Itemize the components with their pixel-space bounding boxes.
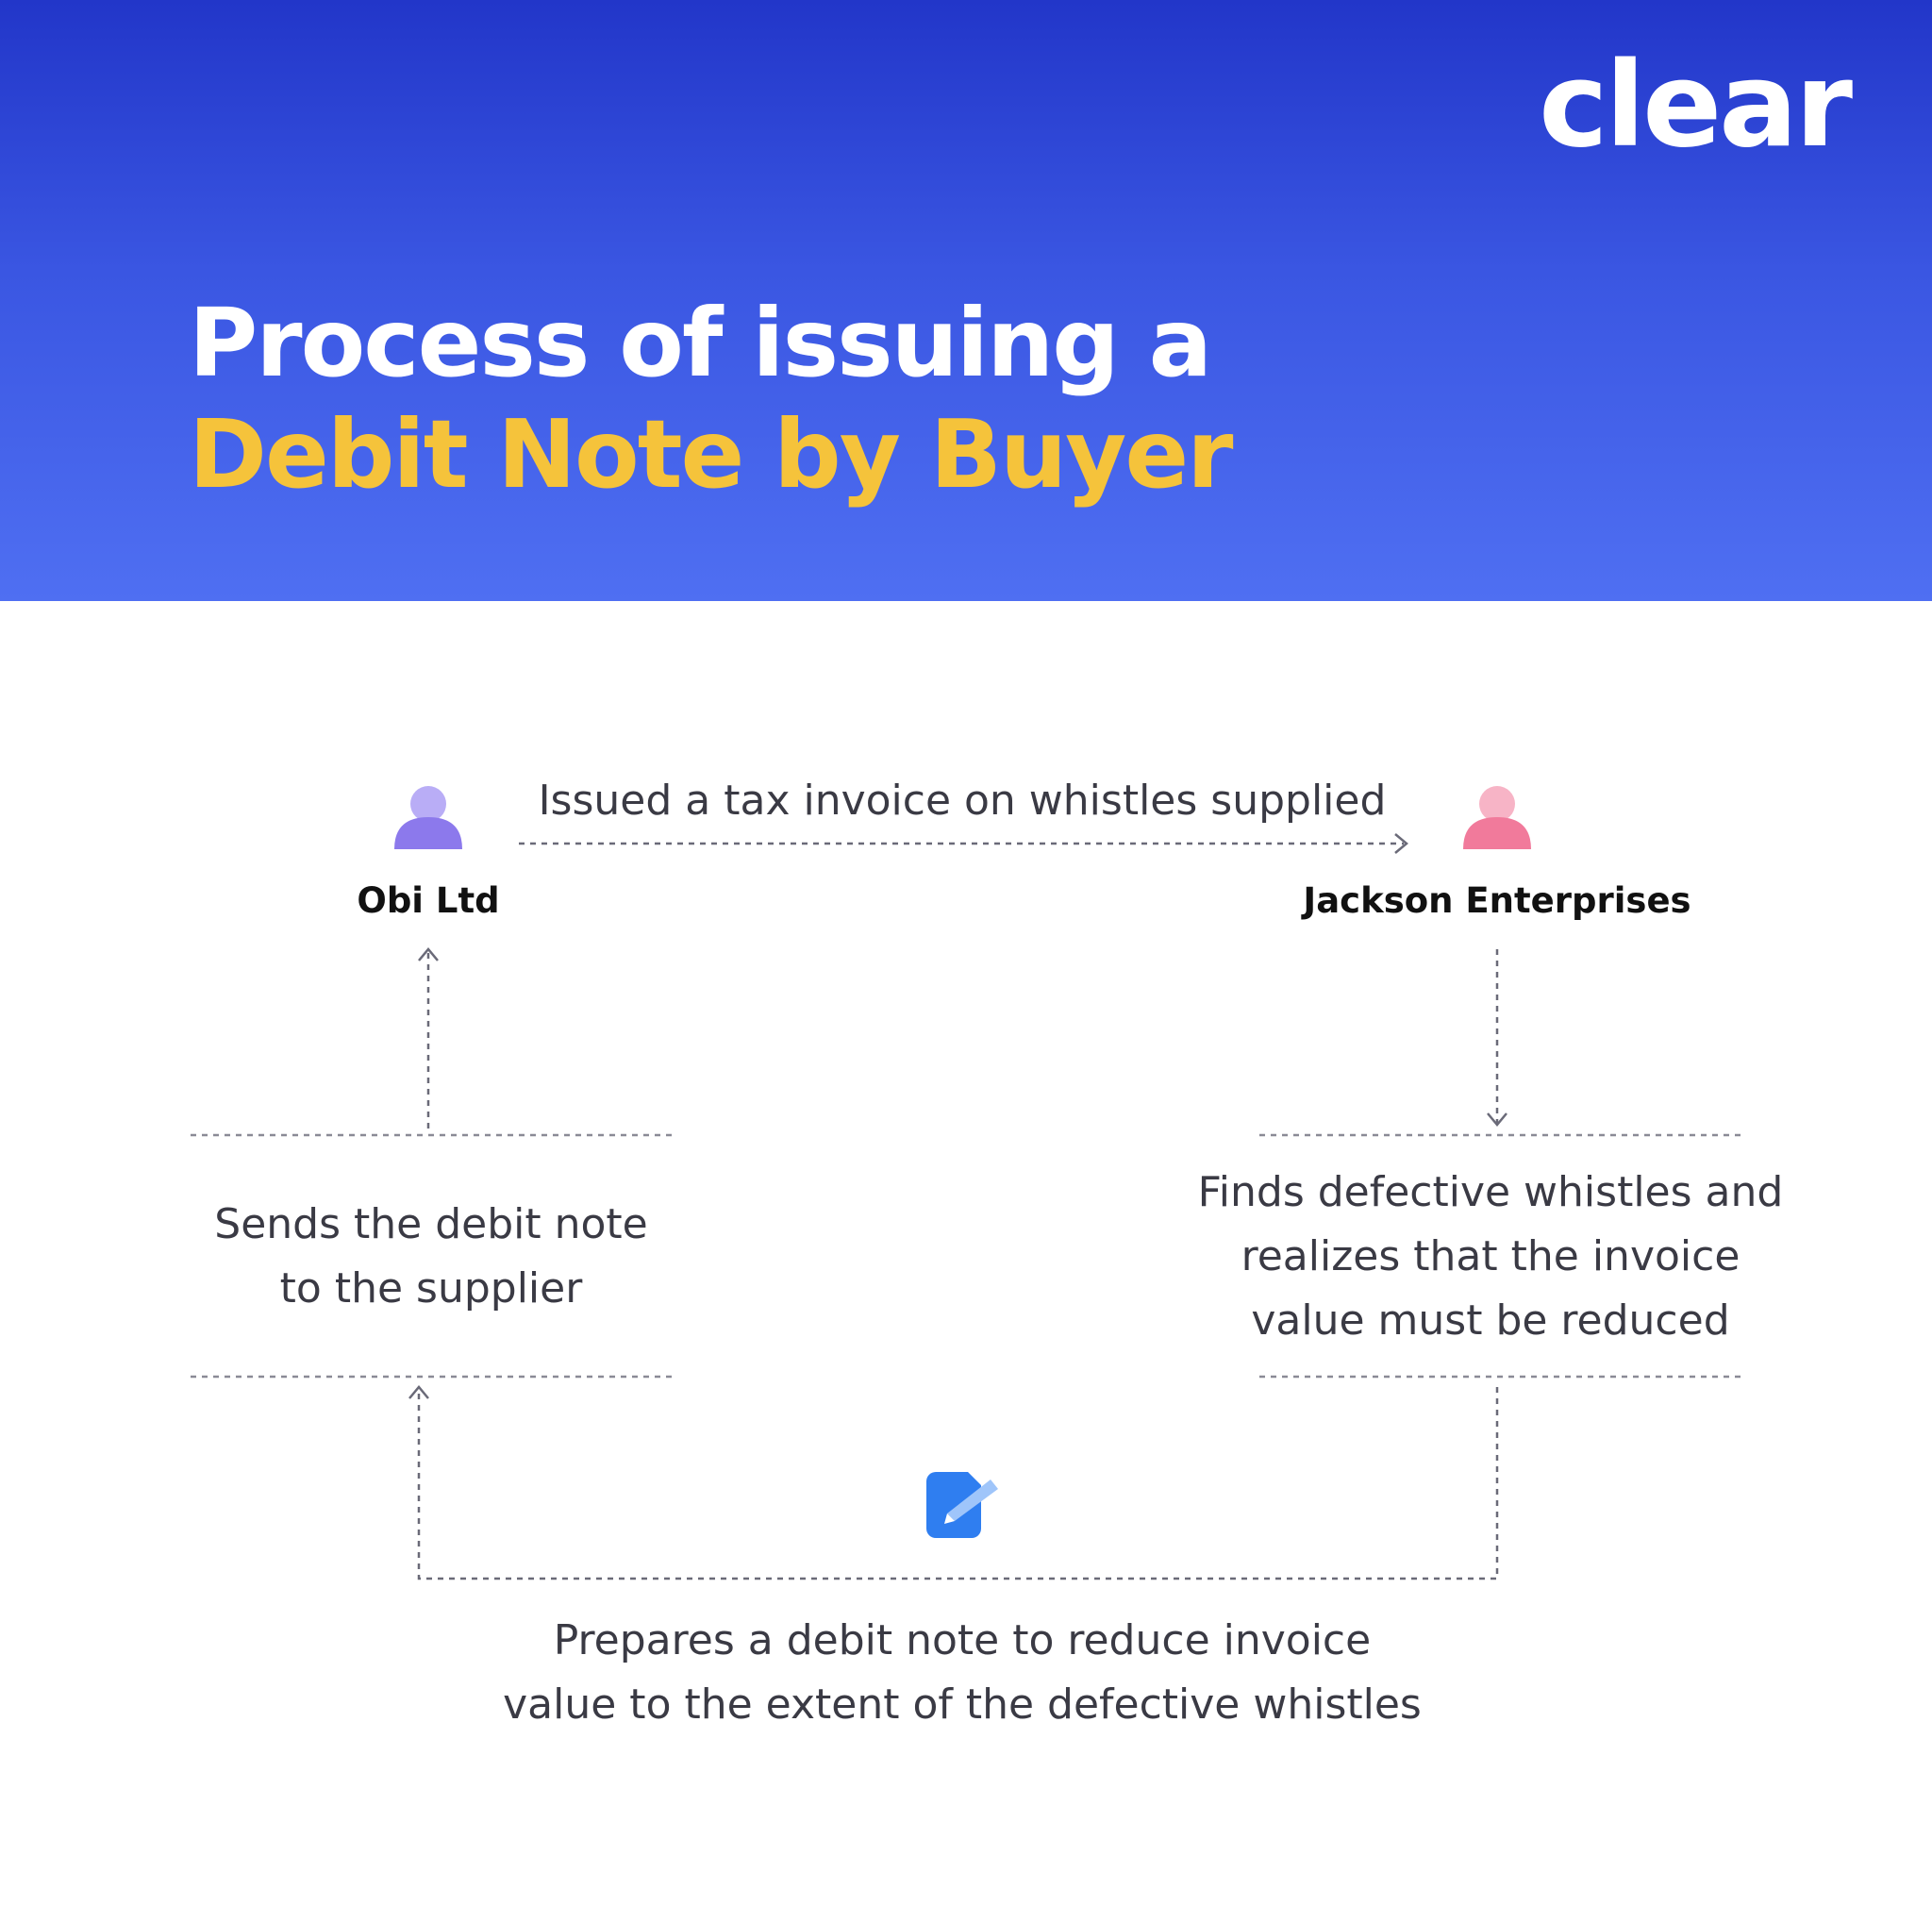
issue-invoice-label: Issued a tax invoice on whistles supplie… — [538, 777, 1387, 825]
invoice-arrow — [519, 833, 1408, 854]
document-edit-icon — [926, 1472, 998, 1538]
supplier-avatar-icon — [394, 786, 462, 849]
buyer-name: Jackson Enterprises — [1303, 880, 1691, 921]
header-banner: clear Process of issuing a Debit Note by… — [0, 0, 1932, 601]
send-arrow — [418, 947, 439, 1129]
find-defects-line-3: value must be reduced — [1251, 1296, 1730, 1345]
page-title: Process of issuing a Debit Note by Buyer — [189, 288, 1233, 510]
find-defects-line-1: Finds defective whistles and — [1197, 1168, 1784, 1216]
prepare-note-label: Prepares a debit note to reduce invoice … — [443, 1609, 1481, 1737]
prepare-note-line-1: Prepares a debit note to reduce invoice — [553, 1616, 1372, 1664]
prepare-note-line-2: value to the extent of the defective whi… — [503, 1680, 1422, 1729]
defects-box-borders — [1259, 1133, 1740, 1379]
buyer-avatar-icon — [1463, 786, 1531, 849]
send-box-borders — [191, 1133, 672, 1379]
defects-arrow — [1487, 949, 1507, 1127]
send-note-line-1: Sends the debit note — [214, 1200, 648, 1248]
send-note-label: Sends the debit note to the supplier — [143, 1193, 719, 1321]
prepare-note-connector — [408, 1385, 1499, 1580]
find-defects-label: Finds defective whistles and realizes th… — [1174, 1161, 1807, 1353]
title-line-2: Debit Note by Buyer — [189, 399, 1233, 510]
clear-logo: clear — [1539, 38, 1853, 174]
title-line-1: Process of issuing a — [189, 288, 1212, 398]
supplier-name: Obi Ltd — [357, 880, 500, 921]
find-defects-line-2: realizes that the invoice — [1241, 1232, 1740, 1280]
send-note-line-2: to the supplier — [279, 1264, 583, 1312]
